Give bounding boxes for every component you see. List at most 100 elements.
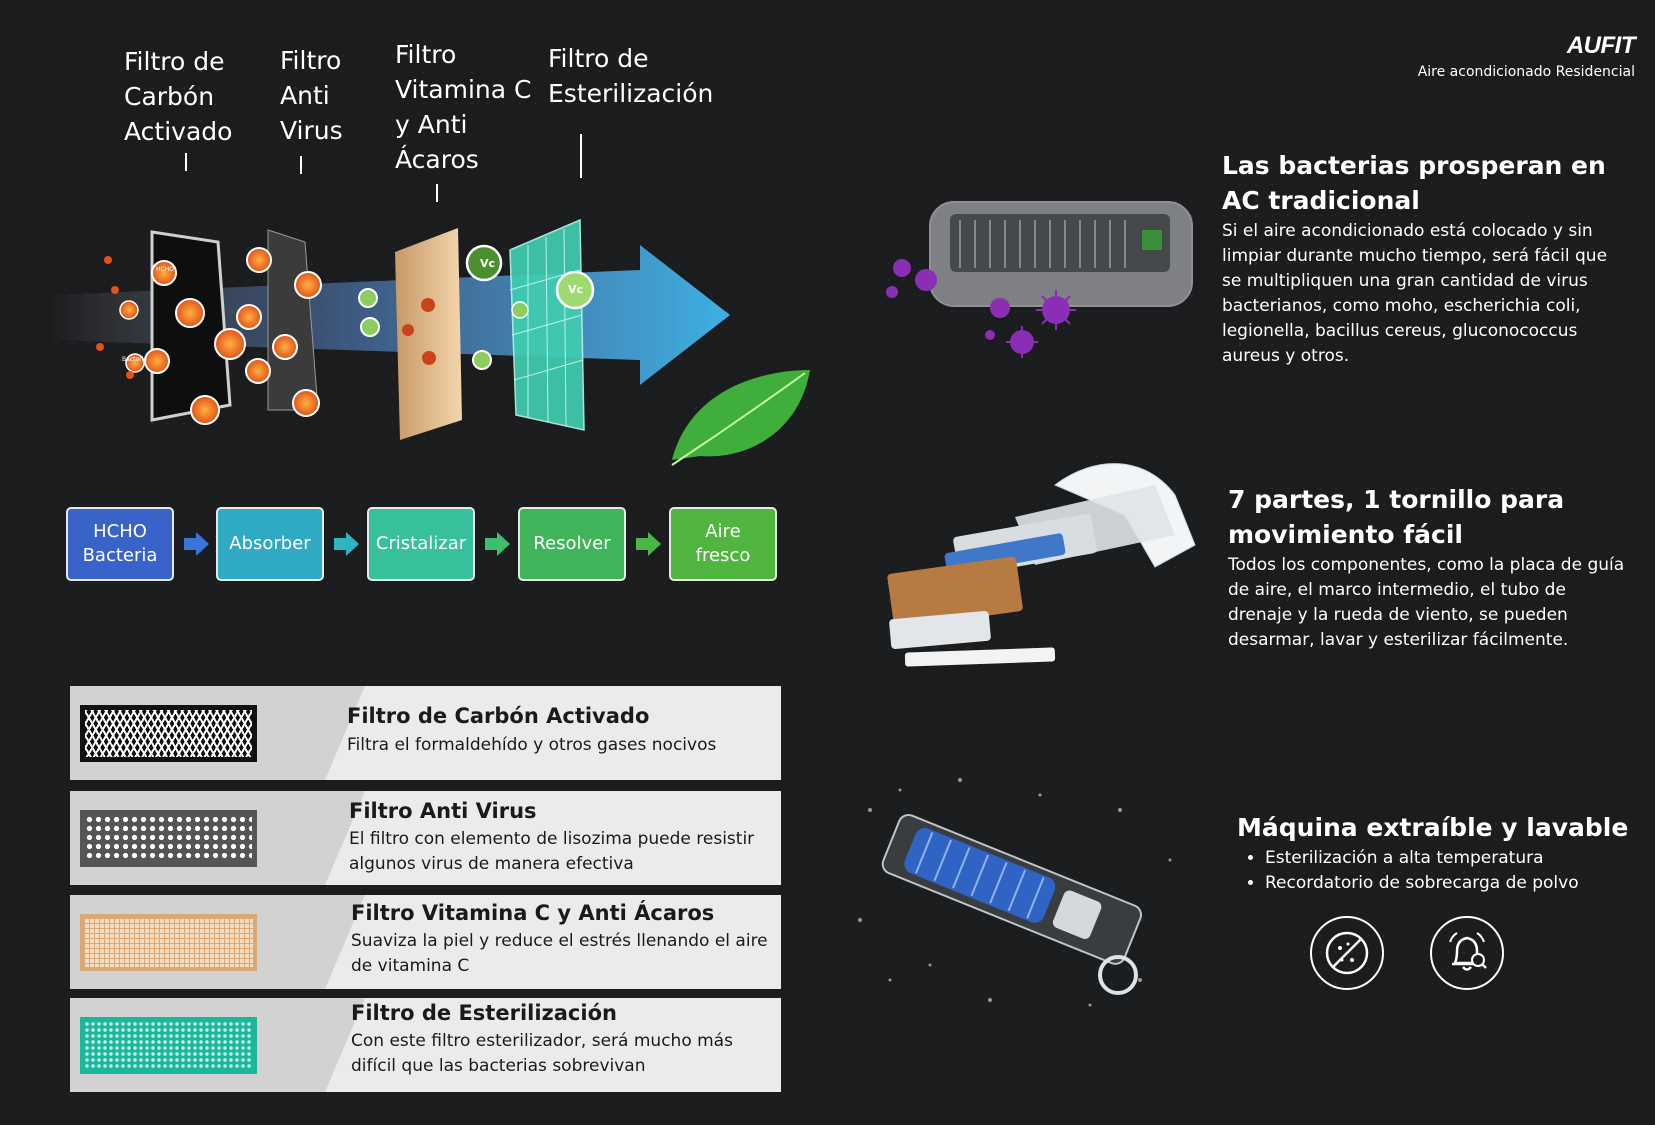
bell-alert-icon (1430, 916, 1504, 990)
label-line: Ácaros (395, 145, 479, 174)
label-line: Activado (124, 117, 233, 146)
filter-row-carbon: Filtro de Carbón Activado Filtra el form… (70, 686, 781, 780)
flow-step-hcho: HCHO Bacteria (66, 507, 174, 581)
flow-step-line: fresco (695, 545, 751, 566)
label-vitamin-filter: Filtro Vitamina C y Anti Ácaros (395, 37, 532, 177)
hcho-particle (245, 358, 271, 384)
label-pointer (185, 153, 187, 171)
vitamin-c-particle (511, 301, 529, 319)
brand-subtitle: Aire acondicionado Residencial (1417, 64, 1635, 80)
filter-title: Filtro de Carbón Activado (347, 704, 650, 728)
virus-icon (886, 286, 898, 298)
virus-icon (893, 259, 911, 277)
washable-machine-illustration (858, 778, 1172, 1007)
hcho-particle (214, 328, 246, 360)
feature-title-bacteria: Las bacterias prosperan en AC tradiciona… (1222, 151, 1606, 215)
hcho-particle (272, 334, 298, 360)
virus-icon (990, 298, 1010, 318)
label-pointer (436, 184, 438, 202)
label-line: Anti (280, 81, 330, 110)
hcho-particle (294, 271, 322, 299)
ac-unit-virus-illustration (886, 201, 1193, 358)
carbon-swatch-icon (80, 705, 257, 762)
flow-step-aire-fresco: Aire fresco (669, 507, 777, 581)
flow-arrow-icon (334, 532, 359, 556)
vc-tag: Vc (480, 257, 496, 270)
filter-title: Filtro Vitamina C y Anti Ácaros (351, 901, 715, 925)
hcho-particle (421, 298, 435, 312)
filter-row-antivirus: Filtro Anti Virus El filtro con elemento… (70, 791, 781, 885)
feature-title-washable: Máquina extraíble y lavable (1237, 813, 1629, 842)
flow-step-line: Aire (705, 521, 741, 542)
virus-icon (985, 330, 995, 340)
feature-bullet: Recordatorio de sobrecarga de polvo (1265, 871, 1655, 896)
label-line: Esterilización (548, 79, 714, 108)
feature-body-parts: Todos los componentes, como la placa de … (1228, 555, 1625, 650)
filter-title: Filtro de Esterilización (351, 1001, 617, 1025)
vitamin-filter-panel (395, 228, 462, 440)
vitamin-c-particle (360, 317, 380, 337)
label-line: Filtro de (548, 44, 649, 73)
label-line: Filtro (395, 40, 457, 69)
filter-description: Con este filtro esterilizador, será much… (351, 1031, 733, 1076)
filter-row-sterilization: Filtro de Esterilización Con este filtro… (70, 998, 781, 1092)
flow-step-cristalizar: Cristalizar (367, 507, 475, 581)
bacteria-tag: Bacteria (122, 356, 147, 363)
hcho-particle (175, 298, 205, 328)
flow-step-line: Bacteria (82, 545, 158, 566)
flow-step-absorber: Absorber (216, 507, 324, 581)
label-sterilization-filter: Filtro de Esterilización (548, 41, 713, 111)
sterilization-swatch-icon (80, 1017, 257, 1074)
label-line: Virus (280, 116, 343, 145)
feature-title-parts: 7 partes, 1 tornillo para movimiento fác… (1228, 485, 1565, 549)
brand-block: AUFIT Aire acondicionado Residencial (1417, 32, 1636, 80)
hcho-particle (125, 353, 145, 373)
label-line: Carbón (124, 82, 215, 111)
sterilization-icon (1310, 916, 1384, 990)
label-line: Filtro de (124, 47, 225, 76)
hcho-particle (292, 389, 320, 417)
hcho-particle (119, 300, 139, 320)
filter-title: Filtro Anti Virus (349, 799, 537, 823)
label-pointer (580, 134, 582, 178)
antivirus-filter-panel (267, 229, 319, 411)
hcho-particle (144, 348, 170, 374)
hcho-particle (151, 260, 177, 286)
brand-logo: AUFIT (1566, 32, 1636, 59)
flow-arrow-icon (485, 532, 510, 556)
vitamin-c-particle (555, 270, 595, 310)
virus-icon (915, 269, 937, 291)
flow-arrow-icon (636, 532, 661, 556)
filter-description: El filtro con elemento de lisozima puede… (349, 829, 755, 874)
filter-description: Suaviza la piel y reduce el estrés llena… (351, 931, 768, 976)
antivirus-swatch-icon (80, 810, 257, 867)
flow-step-label: Cristalizar (375, 533, 467, 554)
hcho-particle (190, 395, 220, 425)
label-line: Vitamina C (395, 75, 532, 104)
label-pointer (300, 156, 302, 174)
label-line: Filtro (280, 46, 342, 75)
feature-bullet: Esterilización a alta temperatura (1265, 846, 1655, 871)
hcho-particle (402, 324, 414, 336)
flow-step-resolver: Resolver (518, 507, 626, 581)
filter-row-vitamin: Filtro Vitamina C y Anti Ácaros Suaviza … (70, 895, 781, 989)
label-carbon-filter: Filtro de Carbón Activado (124, 44, 232, 149)
flow-arrow-icon (184, 532, 209, 556)
hcho-tag: HCHO (156, 266, 174, 273)
hcho-particle (236, 304, 262, 330)
flow-step-label: Absorber (229, 533, 311, 554)
leaf-illustration (672, 370, 810, 460)
vitamin-c-particle (358, 288, 378, 308)
vitamin-swatch-icon (80, 914, 257, 971)
label-antivirus-filter: Filtro Anti Virus (280, 43, 343, 148)
ac-parts-exploded-illustration (887, 463, 1196, 667)
flow-step-line: HCHO (93, 521, 147, 542)
label-line: y Anti (395, 110, 468, 139)
flow-step-label: Resolver (533, 533, 611, 554)
filter-description: Filtra el formaldehído y otros gases noc… (347, 735, 717, 755)
vc-tag: Vc (568, 283, 584, 296)
feature-body-bacteria: Si el aire acondicionado está colocado y… (1222, 221, 1608, 366)
hcho-particle (422, 351, 436, 365)
vitamin-c-particle (472, 350, 492, 370)
hcho-particle (246, 247, 272, 273)
